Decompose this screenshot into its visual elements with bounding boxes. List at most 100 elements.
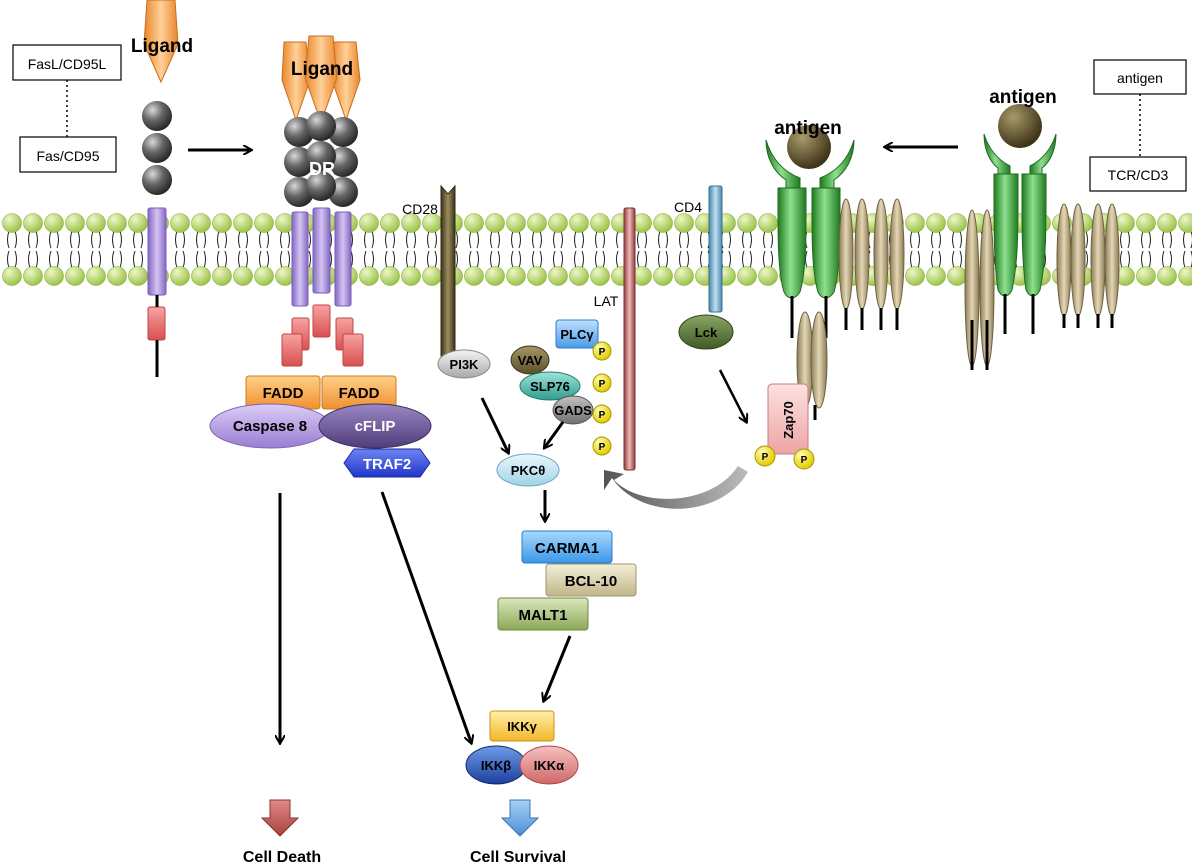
lipid-head xyxy=(212,266,232,286)
plcg-box xyxy=(555,319,599,349)
lipid-head xyxy=(569,266,589,286)
lipid-head xyxy=(464,213,484,233)
legend-tcr-label: TCR/CD3 xyxy=(1108,167,1169,183)
lipid-head xyxy=(254,266,274,286)
pi3k-to-pkc-arrow xyxy=(480,397,508,452)
ligand-trimer xyxy=(281,41,311,122)
malt1-label: MALT1 xyxy=(519,607,568,624)
ikkb-label: IKKβ xyxy=(481,758,511,773)
lipid-head xyxy=(170,266,190,286)
ligand-label: Ligand xyxy=(291,59,353,80)
lipid-head xyxy=(947,213,967,233)
zap70: Zap70 P P xyxy=(754,383,815,470)
lipid-head xyxy=(23,213,43,233)
fas-transmembrane-domain xyxy=(147,207,167,296)
death-receptor-complex: Ligand DR xyxy=(281,35,364,367)
phospho-label: P xyxy=(599,379,606,390)
lipid-head xyxy=(905,213,925,233)
phospho-label: P xyxy=(762,452,769,463)
lipid-head xyxy=(254,213,274,233)
lipid-head xyxy=(926,213,946,233)
ligand-label: Ligand xyxy=(131,36,193,57)
ikkg-box xyxy=(489,710,555,742)
lipid-head xyxy=(905,266,925,286)
lipid-head xyxy=(65,213,85,233)
lipid-head xyxy=(926,266,946,286)
lipid-head xyxy=(86,266,106,286)
lipid-head xyxy=(212,213,232,233)
lipid-head xyxy=(1157,213,1177,233)
legend-fas: FasL/CD95L Fas/CD95 xyxy=(12,44,122,173)
lipid-head xyxy=(380,213,400,233)
lipid-head xyxy=(191,266,211,286)
fadd-label: FADD xyxy=(339,385,380,402)
vav-label: VAV xyxy=(518,353,543,368)
lipid-head xyxy=(590,266,610,286)
malt1-to-ikk-arrow xyxy=(544,635,572,700)
cd28-label: CD28 xyxy=(402,201,438,217)
lipid-head xyxy=(569,213,589,233)
lck-label: Lck xyxy=(695,325,718,340)
lipid-head xyxy=(590,213,610,233)
lipid-head xyxy=(86,213,106,233)
lipid-head xyxy=(170,213,190,233)
lipid-head xyxy=(233,213,253,233)
pkct-oval xyxy=(496,453,560,487)
lck-to-zap70-arrow xyxy=(718,369,746,421)
fadd-label: FADD xyxy=(263,385,304,402)
ligand-monomer xyxy=(143,0,179,84)
zap70-label: Zap70 xyxy=(781,401,796,439)
receptor-bead xyxy=(142,101,172,131)
phospho-label: P xyxy=(599,442,606,453)
caspase8-label: Caspase 8 xyxy=(233,418,307,435)
lipid-head xyxy=(653,213,673,233)
lipid-head xyxy=(737,266,757,286)
cell-survival-arrow xyxy=(500,799,540,837)
lipid-head xyxy=(191,213,211,233)
cd28-receptor: CD28 PI3K xyxy=(402,184,491,379)
lat-bar xyxy=(623,207,636,471)
lipid-head xyxy=(380,266,400,286)
pi3k-label: PI3K xyxy=(450,357,480,372)
cd4-receptor: CD4 Lck xyxy=(674,185,734,350)
malt1-box xyxy=(497,597,589,631)
receptor-bead xyxy=(142,133,172,163)
lipid-head xyxy=(947,266,967,286)
gads-to-pkc-arrow xyxy=(545,421,565,447)
lipid-head xyxy=(401,266,421,286)
phospho-site xyxy=(592,373,612,393)
disc-adaptors: FADD FADD Caspase 8 cFLIP TRAF2 xyxy=(209,375,432,478)
phospho-label: P xyxy=(801,455,808,466)
lipid-head xyxy=(1157,266,1177,286)
phospho-site xyxy=(592,404,612,424)
lipid-head xyxy=(527,266,547,286)
vav-oval xyxy=(510,345,550,375)
lipid-head xyxy=(359,213,379,233)
zap70-to-lat-curve xyxy=(604,466,748,509)
antigen-free-sphere xyxy=(998,104,1042,148)
gads-oval xyxy=(552,395,594,425)
cflip-oval xyxy=(318,403,432,449)
gads-label: GADS xyxy=(554,403,592,418)
cell-death-label: Cell Death xyxy=(243,849,321,866)
lipid-head xyxy=(233,266,253,286)
lipid-head xyxy=(506,213,526,233)
ikkg-label: IKKγ xyxy=(507,719,537,734)
receptor-bead xyxy=(142,165,172,195)
pkct-label: PKCθ xyxy=(511,463,545,478)
antigen-bound-sphere xyxy=(787,125,831,169)
bcl10-label: BCL-10 xyxy=(565,573,618,590)
pi3k-oval xyxy=(437,349,491,379)
phospho-site xyxy=(592,341,612,361)
lipid-head xyxy=(422,266,442,286)
lipid-head xyxy=(548,266,568,286)
lipid-head xyxy=(107,266,127,286)
carma1-box xyxy=(521,530,613,564)
lipid-head xyxy=(44,213,64,233)
bcl10-box xyxy=(545,563,637,597)
lipid-head xyxy=(1136,266,1156,286)
legend-fasl-label: FasL/CD95L xyxy=(28,56,107,72)
traf2-to-ikk-arrow xyxy=(380,491,471,742)
